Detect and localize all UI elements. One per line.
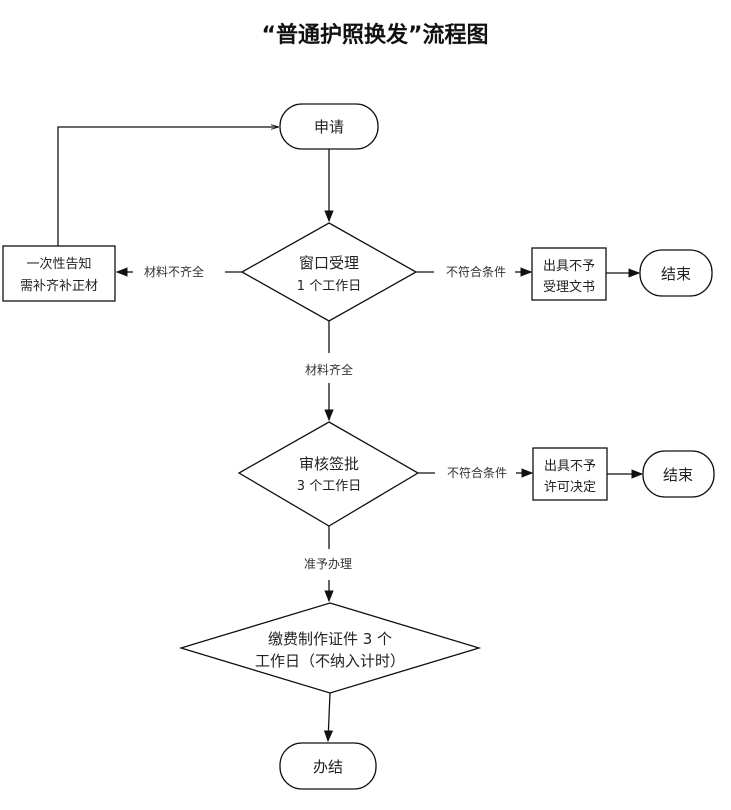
process-shape — [2, 245, 116, 302]
node-review-line2: 3 个工作日 — [297, 479, 361, 494]
node-reject2-line1: 出具不予 — [544, 459, 596, 474]
terminal-shape — [639, 249, 713, 297]
edge-label-complete: 材料齐全 — [305, 362, 353, 377]
edge-produce-done — [323, 692, 334, 743]
node-apply: 申请 — [279, 103, 379, 150]
node-end2: 结束 — [642, 450, 715, 498]
edge-notify-apply — [57, 127, 278, 246]
decision-shape — [240, 222, 418, 322]
decision-shape — [237, 421, 420, 527]
node-notify: 一次性告知 需补齐补正材 — [2, 245, 116, 302]
node-done-text: 办结 — [313, 758, 343, 776]
node-produce: 缴费制作证件 3 个 工作日（不纳入计时） — [178, 602, 482, 694]
process-shape — [532, 447, 608, 501]
process-shape — [531, 247, 607, 301]
node-reject2-line2: 许可决定 — [544, 480, 596, 495]
node-window: 窗口受理 1 个工作日 — [240, 222, 418, 322]
terminal-shape — [279, 742, 377, 790]
edge-label-incomplete: 材料不齐全 — [144, 264, 204, 279]
terminal-shape — [642, 450, 715, 498]
decision-shape — [178, 602, 482, 694]
node-notify-line2: 需补齐补正材 — [20, 278, 98, 294]
node-end2-text: 结束 — [663, 466, 693, 484]
node-review-line1: 审核签批 — [299, 455, 359, 473]
node-produce-line2: 工作日（不纳入计时） — [255, 652, 405, 670]
node-reject1-line2: 受理文书 — [543, 280, 595, 295]
node-notify-line1: 一次性告知 — [26, 256, 91, 272]
node-reject2: 出具不予 许可决定 — [532, 447, 608, 501]
node-window-line1: 窗口受理 — [299, 254, 359, 272]
node-end1-text: 结束 — [661, 265, 691, 283]
node-produce-line1: 缴费制作证件 3 个 — [268, 630, 392, 648]
edge-label-unqualified1: 不符合条件 — [446, 264, 506, 279]
node-end1: 结束 — [639, 249, 713, 297]
edge-label-approved: 准予办理 — [304, 556, 352, 571]
node-window-line2: 1 个工作日 — [297, 279, 361, 294]
node-reject1-line1: 出具不予 — [543, 259, 595, 274]
chart-title: “普通护照换发”流程图 — [262, 22, 489, 48]
node-reject1: 出具不予 受理文书 — [531, 247, 607, 301]
node-apply-text: 申请 — [314, 118, 344, 136]
node-done: 办结 — [279, 742, 377, 790]
edge-label-unqualified2: 不符合条件 — [447, 465, 507, 480]
node-review: 审核签批 3 个工作日 — [237, 421, 420, 527]
